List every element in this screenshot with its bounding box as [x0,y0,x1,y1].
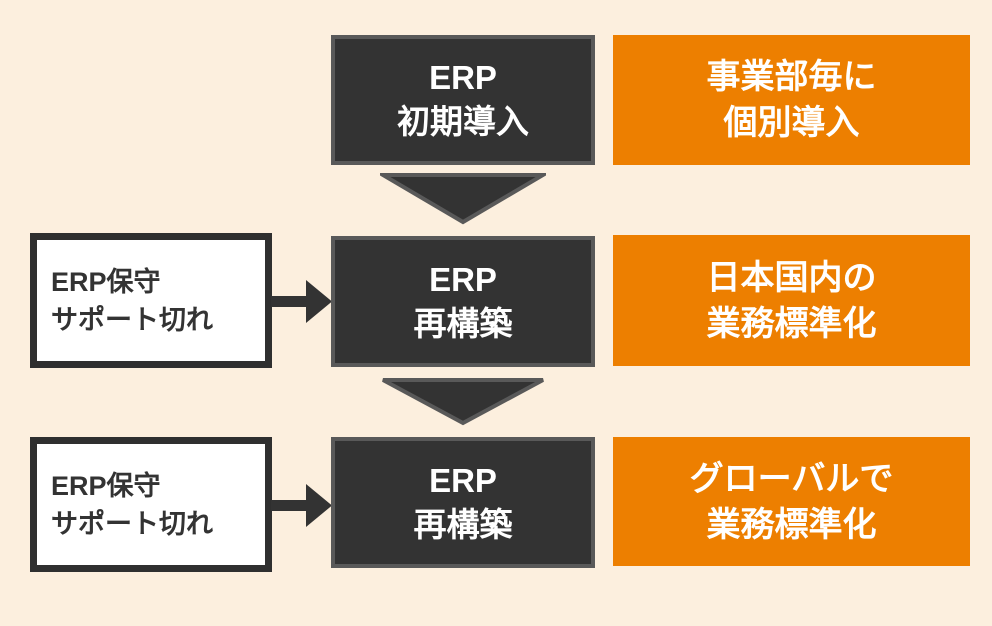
stage-label-line1: ERP [429,59,497,96]
trigger-label-line2: サポート切れ [51,508,213,539]
trigger-box-support-end-1: ERP保守 サポート切れ [30,233,272,368]
trigger-label-line1: ERP保守 [51,266,161,297]
stage-box-erp-rebuild-1: ERP 再構築 [331,236,595,367]
stage-box-erp-initial: ERP 初期導入 [331,35,595,165]
stage-label-line2: 初期導入 [397,103,529,140]
stage-label-line2: 再構築 [413,505,513,543]
trigger-label-line2: サポート切れ [51,304,213,335]
result-label-line1: グローバルで [689,459,894,498]
result-label-line2: 業務標準化 [706,304,877,343]
right-arrow-icon [271,484,332,527]
result-label-line1: 日本国内の [706,258,877,297]
result-label-line2: 業務標準化 [706,505,877,544]
result-label-line1: 事業部毎に [706,58,877,96]
result-box-global-standardization: グローバルで 業務標準化 [613,437,970,566]
right-arrow-icon [271,280,332,323]
stage-label-line2: 再構築 [413,304,513,342]
stage-label-line1: ERP [429,461,497,499]
stage-label-line1: ERP [429,260,497,298]
result-box-per-division: 事業部毎に 個別導入 [613,35,970,165]
stage-box-erp-rebuild-2: ERP 再構築 [331,437,595,568]
result-box-domestic-standardization: 日本国内の 業務標準化 [613,235,970,366]
trigger-label-line1: ERP保守 [51,470,161,501]
result-label-line2: 個別導入 [723,104,860,142]
down-arrow-icon [382,378,544,426]
trigger-box-support-end-2: ERP保守 サポート切れ [30,437,272,572]
down-arrow-icon [380,173,546,225]
